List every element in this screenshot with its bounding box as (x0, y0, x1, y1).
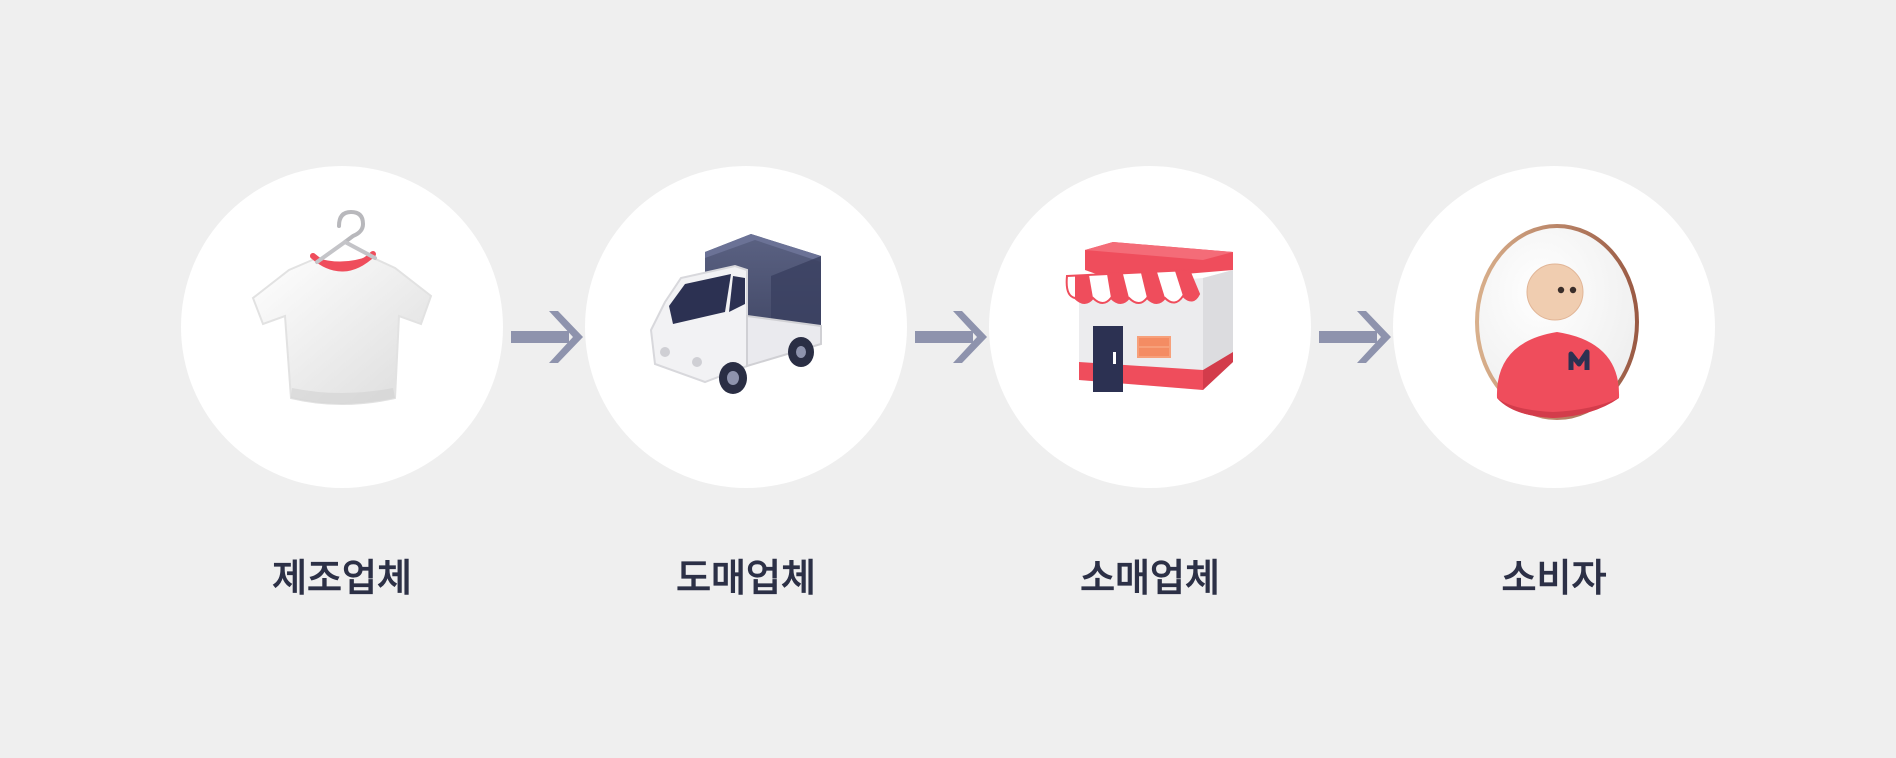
t-shirt-on-hanger-icon (251, 209, 433, 405)
consumer-label: 소비자 (1501, 556, 1607, 600)
delivery-truck-icon (649, 234, 822, 394)
consumer-person-icon (1475, 224, 1639, 420)
retailer-label: 소매업체 (1080, 556, 1220, 600)
arrow-right-icon (1319, 311, 1391, 363)
manufacturer-label: 제조업체 (272, 556, 412, 600)
retailer-circle (989, 166, 1311, 488)
wholesaler-label: 도매업체 (676, 556, 816, 600)
wholesaler-circle (585, 166, 907, 488)
manufacturer-circle (181, 166, 503, 488)
arrow-right-icon (511, 311, 583, 363)
storefront-icon (1065, 242, 1233, 392)
arrow-right-icon (915, 311, 987, 363)
consumer-circle (1393, 166, 1715, 488)
